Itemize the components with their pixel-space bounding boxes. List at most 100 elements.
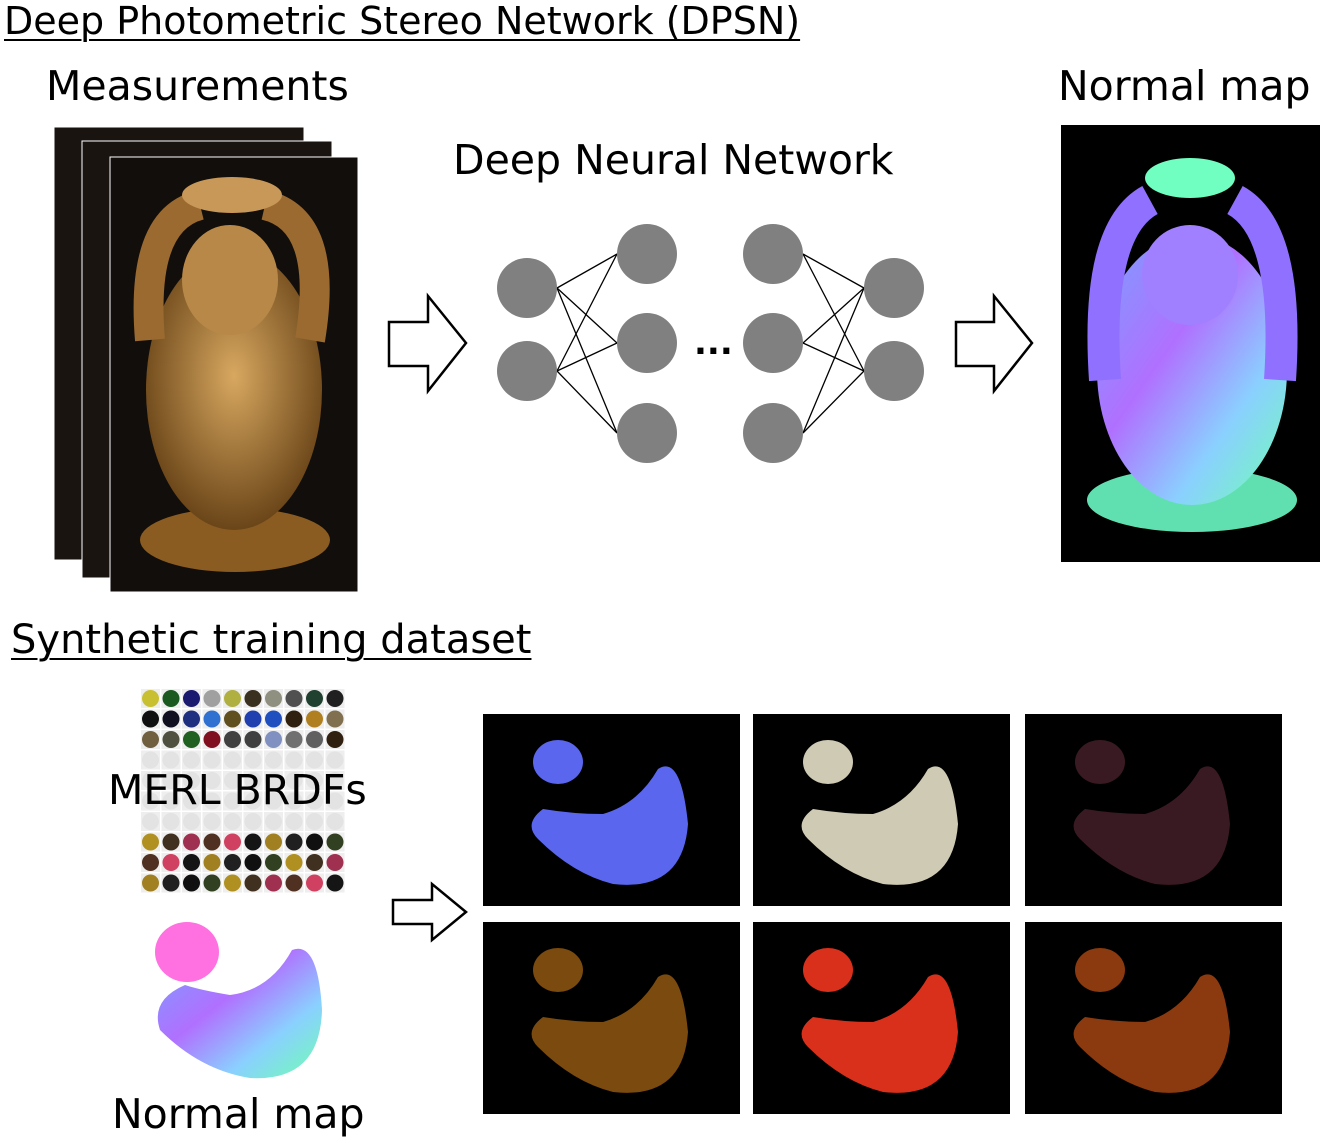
brdf-sphere bbox=[142, 731, 159, 748]
network-node bbox=[497, 341, 557, 401]
brdf-sphere bbox=[203, 874, 221, 892]
brdf-sphere bbox=[326, 813, 344, 830]
network-node bbox=[617, 224, 677, 284]
brdf-sphere bbox=[183, 710, 200, 728]
network-edge bbox=[802, 342, 865, 372]
brdf-sphere bbox=[224, 710, 241, 728]
dataset-normal-map-label: Normal map bbox=[112, 1090, 365, 1138]
network-node bbox=[864, 341, 924, 401]
brdf-sphere bbox=[203, 792, 221, 810]
network-edge bbox=[556, 287, 618, 344]
brdf-sphere bbox=[162, 751, 180, 769]
brdf-sphere bbox=[285, 710, 303, 728]
brdf-sphere bbox=[162, 874, 180, 892]
brdf-sphere bbox=[162, 792, 180, 810]
brdf-sphere bbox=[203, 731, 221, 748]
rendered-object bbox=[483, 714, 740, 906]
brdf-sphere bbox=[183, 854, 200, 871]
brdf-sphere bbox=[244, 751, 262, 769]
network-node bbox=[497, 258, 557, 318]
network-ellipsis: ... bbox=[694, 323, 733, 363]
network-label: Deep Neural Network bbox=[453, 136, 894, 184]
brdf-sphere bbox=[326, 854, 344, 871]
brdf-sphere bbox=[183, 772, 200, 789]
network-edge bbox=[802, 287, 865, 434]
brdf-sphere bbox=[244, 710, 262, 728]
rendered-object bbox=[483, 922, 740, 1114]
brdf-sphere bbox=[224, 751, 241, 769]
merl-label: MERL BRDFs bbox=[108, 766, 367, 814]
brdf-sphere bbox=[203, 751, 221, 769]
brdf-sphere bbox=[162, 690, 180, 707]
brdf-sphere bbox=[142, 772, 159, 789]
brdf-sphere bbox=[326, 874, 344, 892]
brdf-sphere bbox=[142, 874, 159, 892]
measurements-label: Measurements bbox=[46, 62, 349, 110]
brdf-sphere bbox=[265, 874, 282, 892]
brdf-sphere bbox=[142, 751, 159, 769]
brdf-sphere bbox=[183, 874, 200, 892]
network-edge bbox=[556, 253, 618, 289]
network-edge bbox=[802, 253, 865, 372]
brdf-sphere bbox=[326, 710, 344, 728]
brdf-sphere bbox=[265, 813, 282, 830]
brdf-sphere bbox=[162, 833, 180, 851]
brdf-sphere bbox=[306, 854, 323, 871]
brdf-sphere bbox=[326, 690, 344, 707]
brdf-sphere bbox=[306, 833, 323, 851]
brdf-sphere bbox=[285, 833, 303, 851]
brdf-sphere bbox=[244, 731, 262, 748]
arrow-right-icon bbox=[954, 292, 1034, 395]
brdf-sphere bbox=[306, 874, 323, 892]
brdf-sphere bbox=[183, 792, 200, 810]
brdf-sphere bbox=[285, 854, 303, 871]
brdf-sphere bbox=[285, 690, 303, 707]
brdf-sphere bbox=[224, 854, 241, 871]
brdf-sphere bbox=[203, 854, 221, 871]
network-edge bbox=[802, 253, 865, 289]
brdf-sphere bbox=[162, 854, 180, 871]
rendered-object bbox=[753, 922, 1010, 1114]
neural-network bbox=[497, 224, 924, 463]
network-node bbox=[617, 403, 677, 463]
brdf-sphere bbox=[142, 792, 159, 810]
brdf-sphere bbox=[306, 690, 323, 707]
brdf-sphere bbox=[244, 833, 262, 851]
network-node bbox=[743, 224, 803, 284]
brdf-sphere bbox=[285, 751, 303, 769]
brdf-sphere bbox=[224, 813, 241, 830]
network-node bbox=[617, 313, 677, 373]
brdf-sphere bbox=[203, 833, 221, 851]
brdf-sphere bbox=[265, 710, 282, 728]
brdf-sphere bbox=[265, 833, 282, 851]
network-node bbox=[864, 258, 924, 318]
brdf-sphere bbox=[326, 772, 344, 789]
brdf-sphere bbox=[203, 710, 221, 728]
brdf-sphere bbox=[244, 854, 262, 871]
brdf-sphere bbox=[183, 731, 200, 748]
brdf-sphere bbox=[306, 813, 323, 830]
rendered-object bbox=[1025, 922, 1282, 1114]
brdf-sphere bbox=[224, 833, 241, 851]
network-node bbox=[743, 313, 803, 373]
brdf-sphere bbox=[326, 751, 344, 769]
brdf-sphere bbox=[285, 792, 303, 810]
brdf-sphere bbox=[162, 772, 180, 789]
network-edge bbox=[556, 342, 618, 372]
brdf-sphere bbox=[265, 854, 282, 871]
dataset-title: Synthetic training dataset bbox=[11, 617, 532, 663]
brdf-sphere bbox=[326, 792, 344, 810]
brdf-sphere bbox=[183, 751, 200, 769]
brdf-sphere bbox=[265, 690, 282, 707]
network-edge bbox=[556, 370, 618, 434]
brdf-sphere bbox=[244, 690, 262, 707]
brdf-sphere bbox=[142, 854, 159, 871]
brdf-sphere bbox=[265, 731, 282, 748]
arrow-right-icon bbox=[391, 881, 468, 943]
brdf-sphere bbox=[162, 813, 180, 830]
brdf-sphere bbox=[285, 813, 303, 830]
merl-brdf-grid bbox=[141, 689, 345, 893]
brdf-sphere bbox=[162, 731, 180, 748]
network-edge bbox=[556, 287, 618, 434]
brdf-sphere bbox=[244, 874, 262, 892]
